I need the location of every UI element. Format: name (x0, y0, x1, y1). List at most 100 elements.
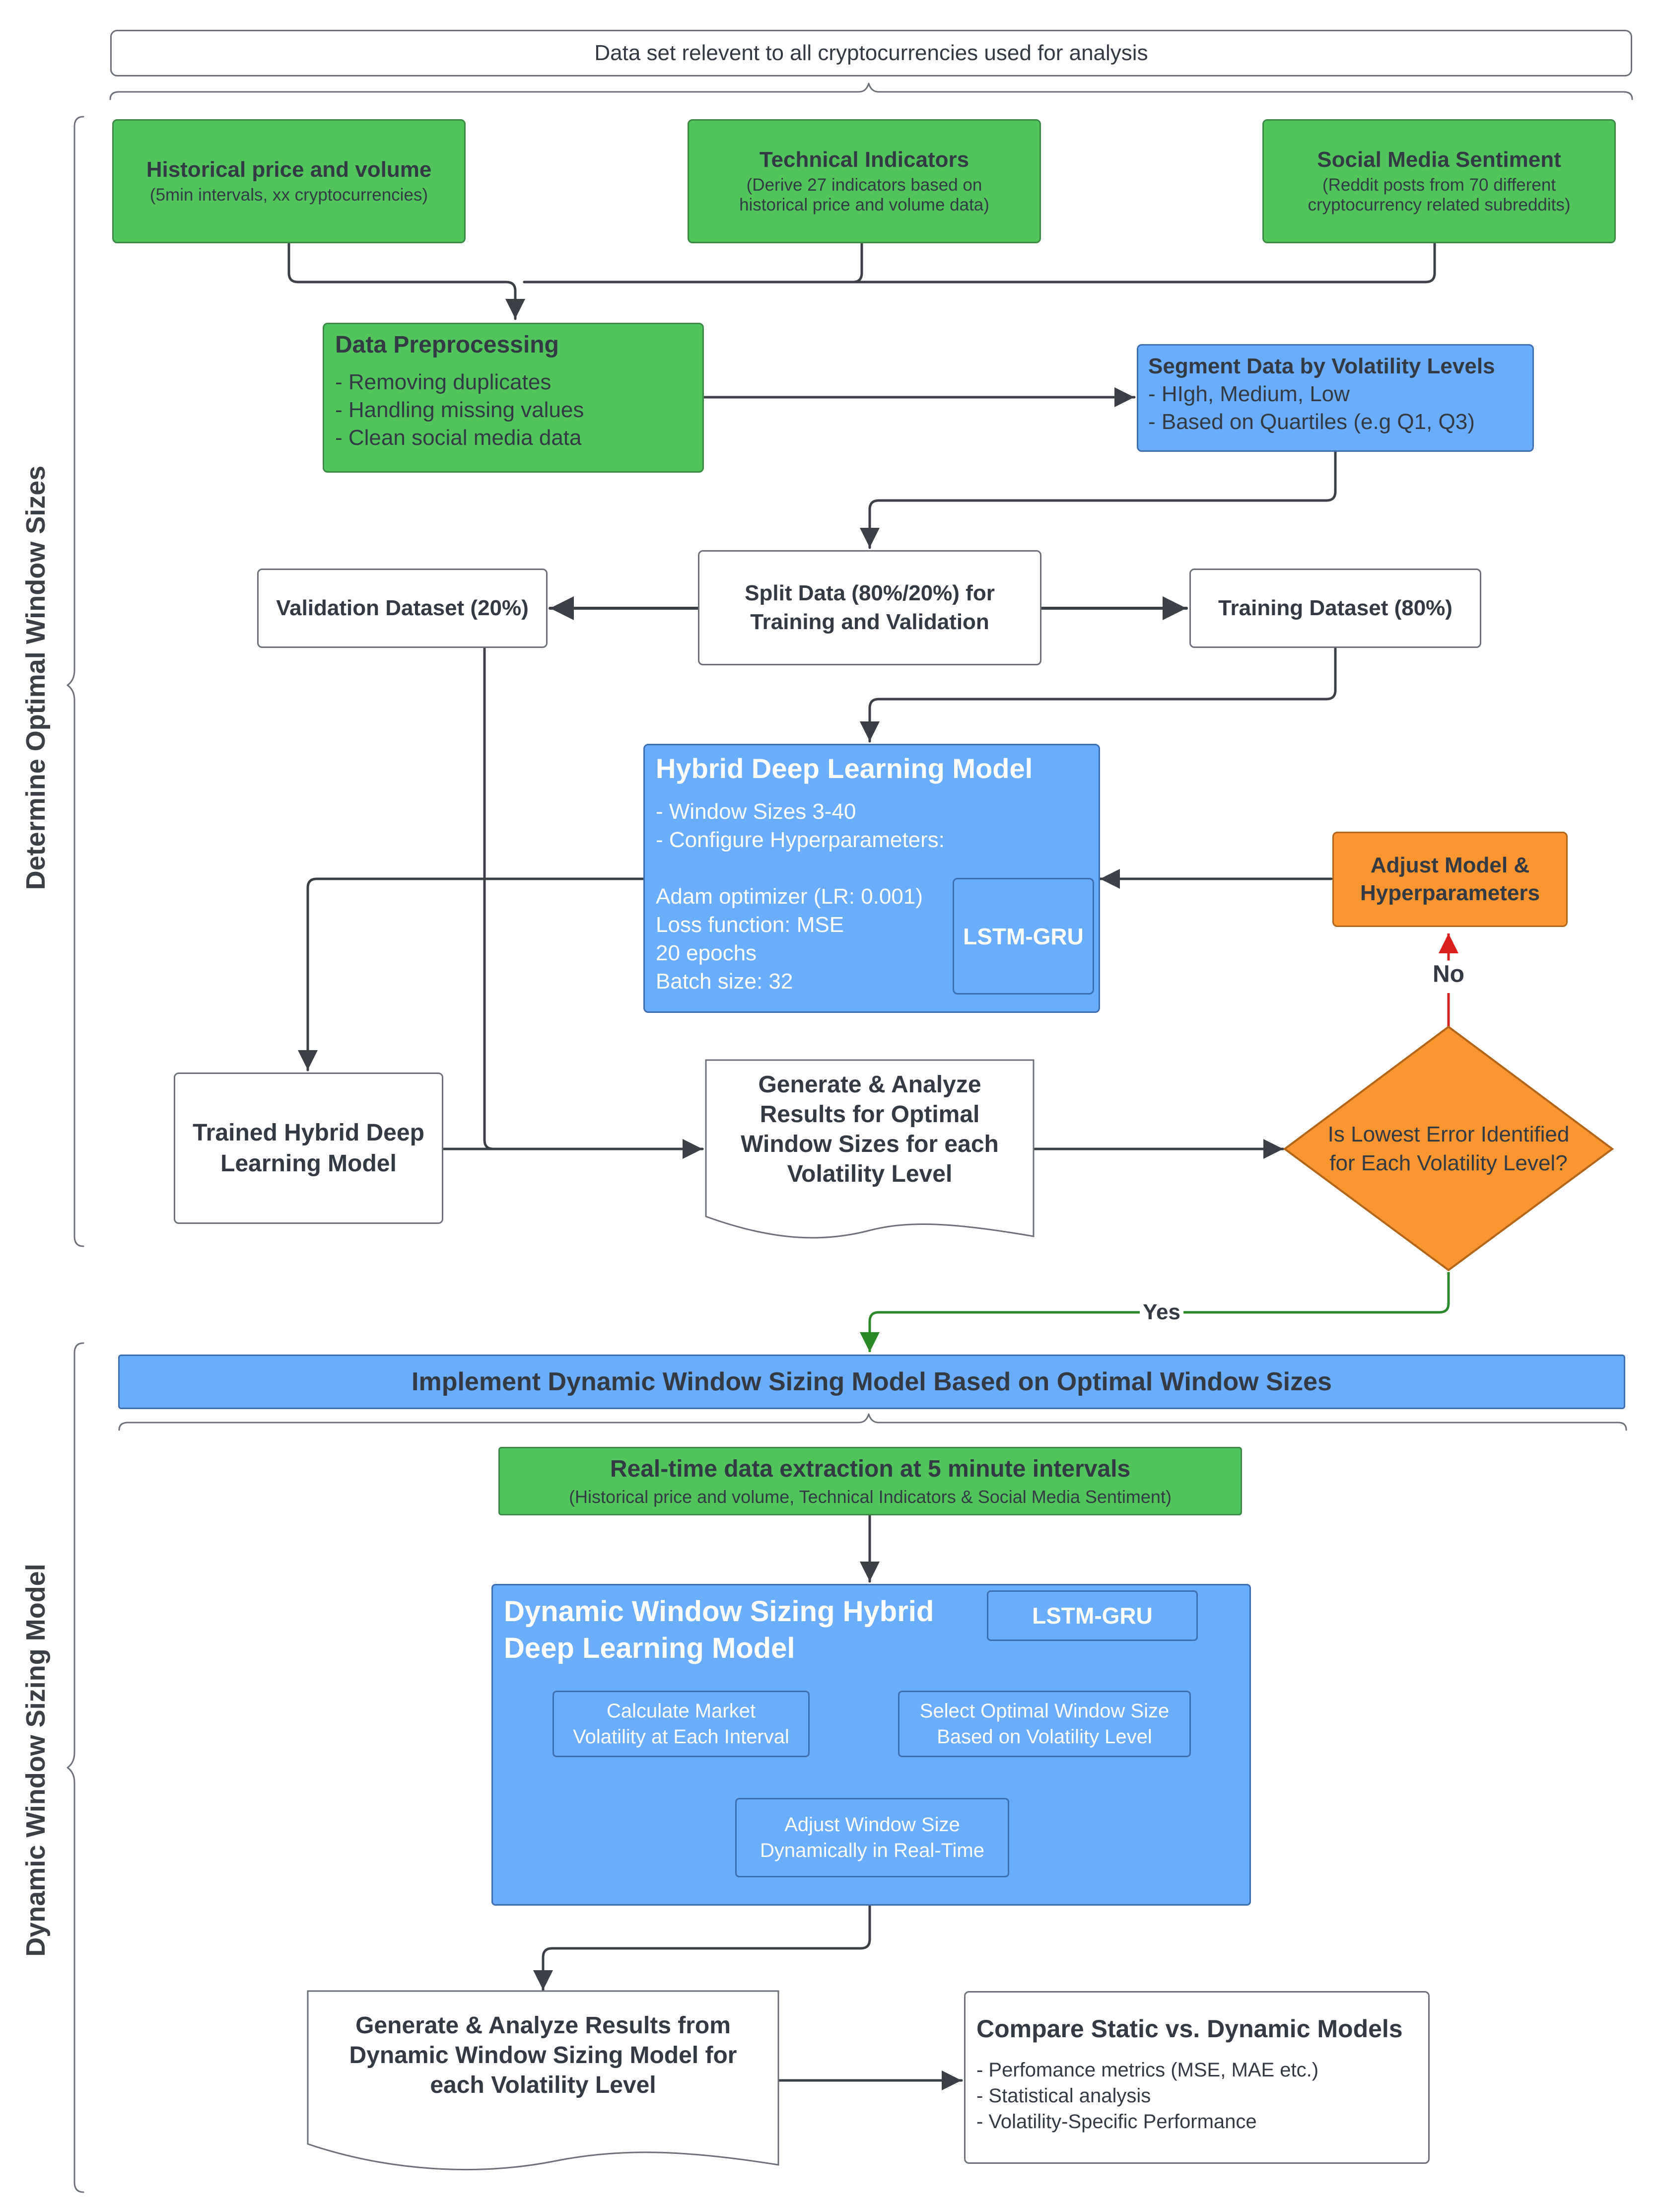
dynamic-title1: Dynamic Window Sizing Hybrid (504, 1595, 934, 1628)
generate2-line: each Volatility Level (430, 2072, 656, 2098)
header-bracket (109, 82, 1633, 100)
training-label: Training Dataset (80%) (1218, 596, 1452, 620)
data-preprocessing-box: Data Preprocessing - Removing duplicates… (323, 323, 704, 473)
validation-label: Validation Dataset (20%) (276, 596, 529, 620)
dynamic-title2: Deep Learning Model (504, 1632, 795, 1664)
side-label-bottom: Dynamic Window Sizing Model (21, 1564, 51, 1957)
generate2-document-shape (307, 1990, 779, 2171)
generate1-line: Volatility Level (787, 1161, 953, 1187)
generate1-line: Window Sizes for each (741, 1131, 999, 1157)
hybrid-item: - Configure Hyperparameters: (656, 828, 945, 852)
adjust-window-line: Adjust Window Size (784, 1814, 960, 1836)
connector-dynamic-generate2 (533, 1904, 871, 1992)
technical-title: Technical Indicators (759, 147, 969, 172)
connector-historical (287, 242, 525, 320)
connector-training-hybrid (860, 646, 1337, 743)
adjust-window-box: Adjust Window Size Dynamically in Real-T… (735, 1798, 1009, 1877)
trained-model-box: Trained Hybrid Deep Learning Model (174, 1072, 443, 1224)
adjust-window-line: Dynamically in Real-Time (760, 1840, 984, 1861)
dataset-header-text: Data set relevent to all cryptocurrencie… (594, 41, 1148, 65)
compare-item: - Volatility-Specific Performance (976, 2111, 1257, 2133)
generate1-document-shape (705, 1059, 1035, 1239)
top-side-bracket (67, 116, 84, 1247)
hybrid-item: - Window Sizes 3-40 (656, 799, 856, 824)
segment-item: - Based on Quartiles (e.g Q1, Q3) (1148, 410, 1475, 434)
decision-line1: Is Lowest Error Identified (1327, 1122, 1570, 1146)
hybrid-lstm-gru-label: LSTM-GRU (963, 923, 1084, 949)
social-title: Social Media Sentiment (1317, 147, 1561, 172)
historical-sub: (5min intervals, xx cryptocurrencies) (149, 185, 428, 205)
dynamic-lstm-gru-label: LSTM-GRU (1032, 1603, 1153, 1629)
compare-item: - Perfomance metrics (MSE, MAE etc.) (976, 2059, 1319, 2081)
select-window-box: Select Optimal Window Size Based on Vola… (898, 1691, 1191, 1757)
select-line: Based on Volatility Level (937, 1726, 1152, 1748)
generate1-line: Results for Optimal (760, 1101, 980, 1128)
connector-social (523, 242, 1436, 284)
trained-line1: Trained Hybrid Deep (193, 1119, 424, 1146)
segment-item: - HIgh, Medium, Low (1148, 382, 1350, 406)
hybrid-param: Batch size: 32 (656, 969, 793, 994)
decision-diamond (1283, 1025, 1614, 1272)
split-data-box: Split Data (80%/20%) for Training and Va… (698, 550, 1041, 665)
adjust-line1: Adjust Model & (1370, 853, 1530, 877)
generate2-line: Dynamic Window Sizing Model for (349, 2042, 737, 2069)
no-label: No (1430, 960, 1467, 988)
connector-technical (523, 242, 863, 284)
calc-line: Calculate Market (606, 1700, 756, 1722)
hybrid-param: Loss function: MSE (656, 913, 844, 937)
technical-sub2: historical price and volume data) (739, 195, 989, 214)
split-line2: Training and Validation (750, 610, 989, 634)
connector-hybrid-trained (298, 877, 645, 1071)
preprocessing-item: - Removing duplicates (335, 370, 552, 394)
implement-dynamic-box: Implement Dynamic Window Sizing Model Ba… (118, 1355, 1625, 1409)
generate1-line: Generate & Analyze (758, 1071, 981, 1098)
yes-label: Yes (1140, 1300, 1183, 1325)
hybrid-lstm-gru-box: LSTM-GRU (953, 878, 1094, 995)
split-line1: Split Data (80%/20%) for (745, 581, 995, 605)
hybrid-title: Hybrid Deep Learning Model (656, 753, 1033, 784)
hybrid-param: Adam optimizer (LR: 0.001) (656, 884, 923, 909)
connector-segment-split (860, 450, 1337, 549)
preprocessing-item: - Clean social media data (335, 426, 582, 450)
select-line: Select Optimal Window Size (919, 1700, 1170, 1722)
side-label-top: Determine Optimal Window Sizes (21, 465, 51, 890)
realtime-sub: (Historical price and volume, Technical … (569, 1486, 1172, 1507)
implement-bracket (118, 1413, 1627, 1431)
calc-volatility-box: Calculate Market Volatility at Each Inte… (553, 1691, 810, 1757)
decision-line2: for Each Volatility Level? (1329, 1151, 1568, 1175)
social-sub2: cryptocurrency related subreddits) (1308, 195, 1571, 214)
segment-title: Segment Data by Volatility Levels (1148, 354, 1495, 378)
preprocessing-title: Data Preprocessing (335, 332, 559, 358)
generate-results-text: Generate & Analyze Results for Optimal W… (706, 1068, 1034, 1192)
calc-line: Volatility at Each Interval (573, 1726, 789, 1748)
generate2-text: Generate & Analyze Results from Dynamic … (308, 2006, 778, 2105)
social-sub1: (Reddit posts from 70 different (1322, 175, 1556, 195)
hybrid-param: 20 epochs (656, 941, 757, 965)
decision-text: Is Lowest Error Identified for Each Vola… (1291, 1112, 1606, 1186)
historical-price-box: Historical price and volume (5min interv… (112, 119, 466, 243)
segment-volatility-box: Segment Data by Volatility Levels - HIgh… (1137, 344, 1534, 452)
technical-sub1: (Derive 27 indicators based on (746, 175, 982, 195)
dynamic-lstm-gru-box: LSTM-GRU (987, 1590, 1198, 1641)
dataset-header-box: Data set relevent to all cryptocurrencie… (110, 30, 1632, 76)
dynamic-model-box: Dynamic Window Sizing Hybrid Deep Learni… (491, 1584, 1251, 1906)
generate2-line: Generate & Analyze Results from (355, 2012, 731, 2039)
validation-dataset-box: Validation Dataset (20%) (257, 569, 548, 648)
technical-indicators-box: Technical Indicators (Derive 27 indicato… (688, 119, 1041, 243)
historical-title: Historical price and volume (146, 157, 432, 182)
hybrid-model-box: Hybrid Deep Learning Model - Window Size… (643, 744, 1100, 1013)
compare-models-box: Compare Static vs. Dynamic Models - Perf… (964, 1991, 1430, 2164)
training-dataset-box: Training Dataset (80%) (1189, 569, 1481, 648)
adjust-line2: Hyperparameters (1360, 881, 1540, 905)
implement-label: Implement Dynamic Window Sizing Model Ba… (412, 1367, 1332, 1396)
realtime-title: Real-time data extraction at 5 minute in… (610, 1455, 1131, 1482)
compare-title: Compare Static vs. Dynamic Models (976, 2015, 1403, 2043)
compare-item: - Statistical analysis (976, 2085, 1151, 2107)
realtime-extraction-box: Real-time data extraction at 5 minute in… (498, 1447, 1242, 1515)
bottom-side-bracket (67, 1342, 84, 2193)
preprocessing-item: - Handling missing values (335, 398, 584, 422)
adjust-model-box: Adjust Model & Hyperparameters (1332, 832, 1568, 927)
social-sentiment-box: Social Media Sentiment (Reddit posts fro… (1262, 119, 1616, 243)
trained-line2: Learning Model (220, 1150, 397, 1177)
